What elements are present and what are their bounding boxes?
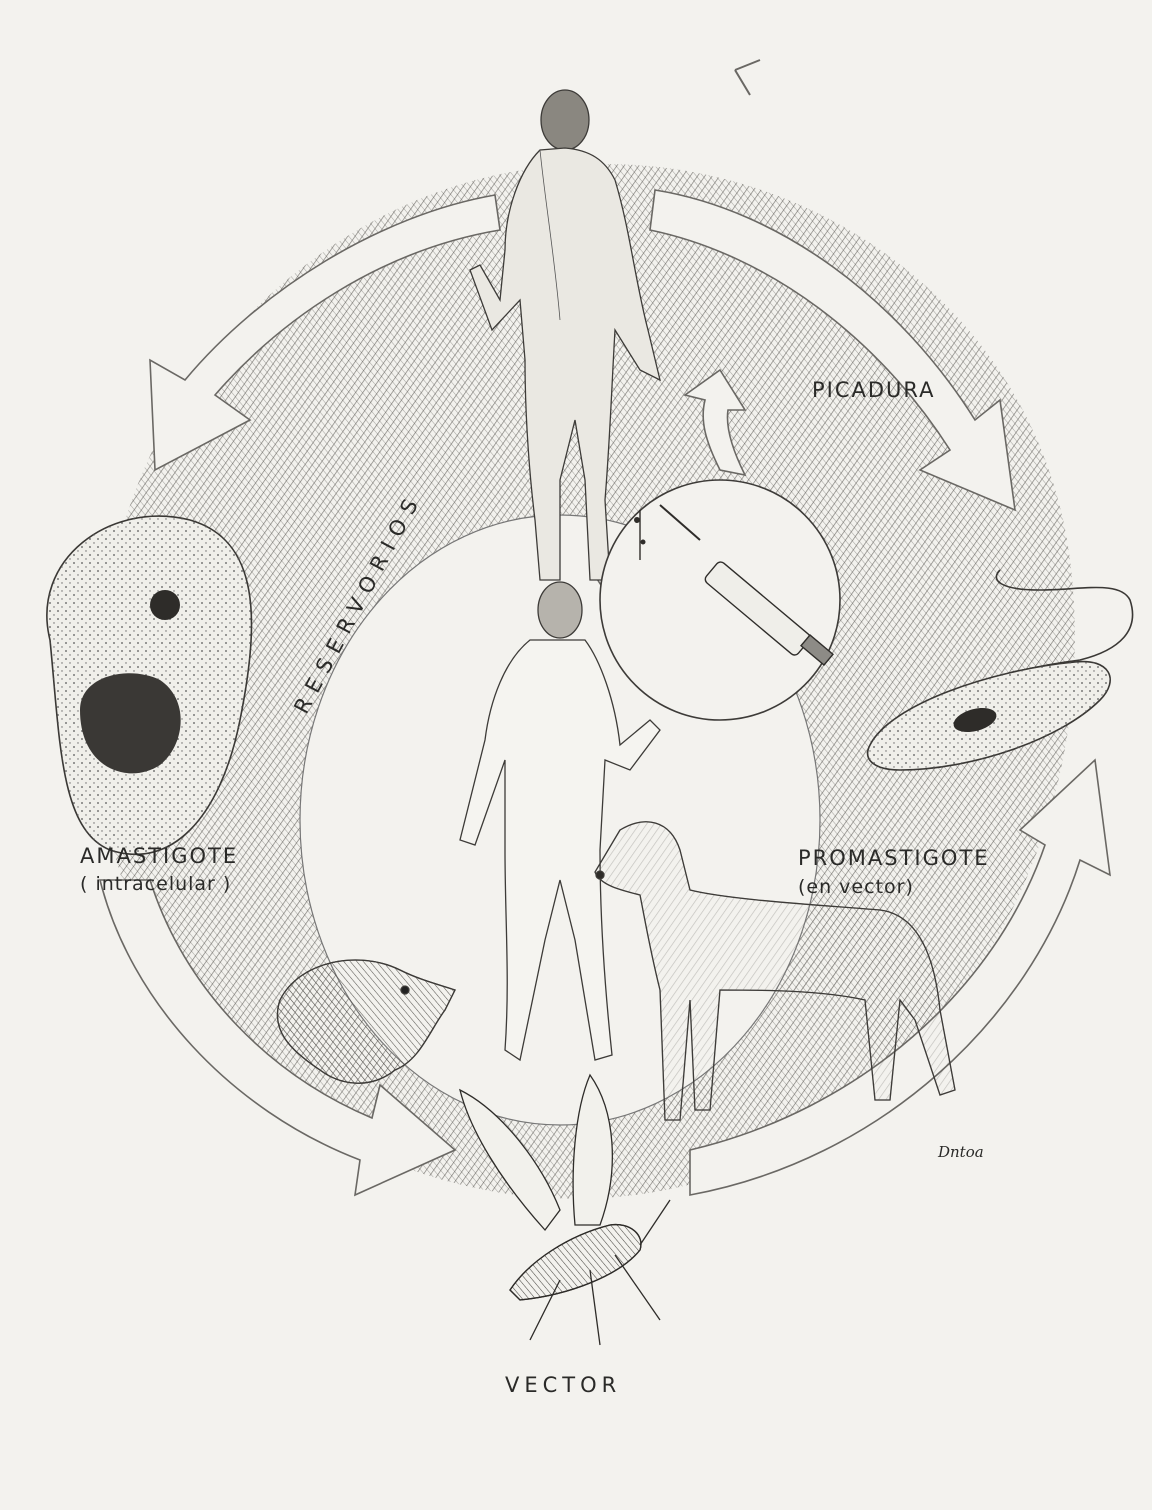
artist-signature: Dntoa bbox=[937, 1143, 984, 1161]
label-amastigote-sub: ( intracelular ) bbox=[80, 873, 231, 895]
label-vector: VECTOR bbox=[505, 1373, 621, 1397]
corner-mark bbox=[735, 60, 760, 95]
label-promastigote: PROMASTIGOTE bbox=[798, 846, 990, 870]
syringe-inset bbox=[600, 480, 840, 720]
label-promastigote-sub: (en vector) bbox=[798, 876, 914, 898]
kinetoplast bbox=[150, 590, 180, 620]
label-amastigote: AMASTIGOTE bbox=[80, 844, 238, 868]
label-picadura: PICADURA bbox=[812, 378, 936, 402]
